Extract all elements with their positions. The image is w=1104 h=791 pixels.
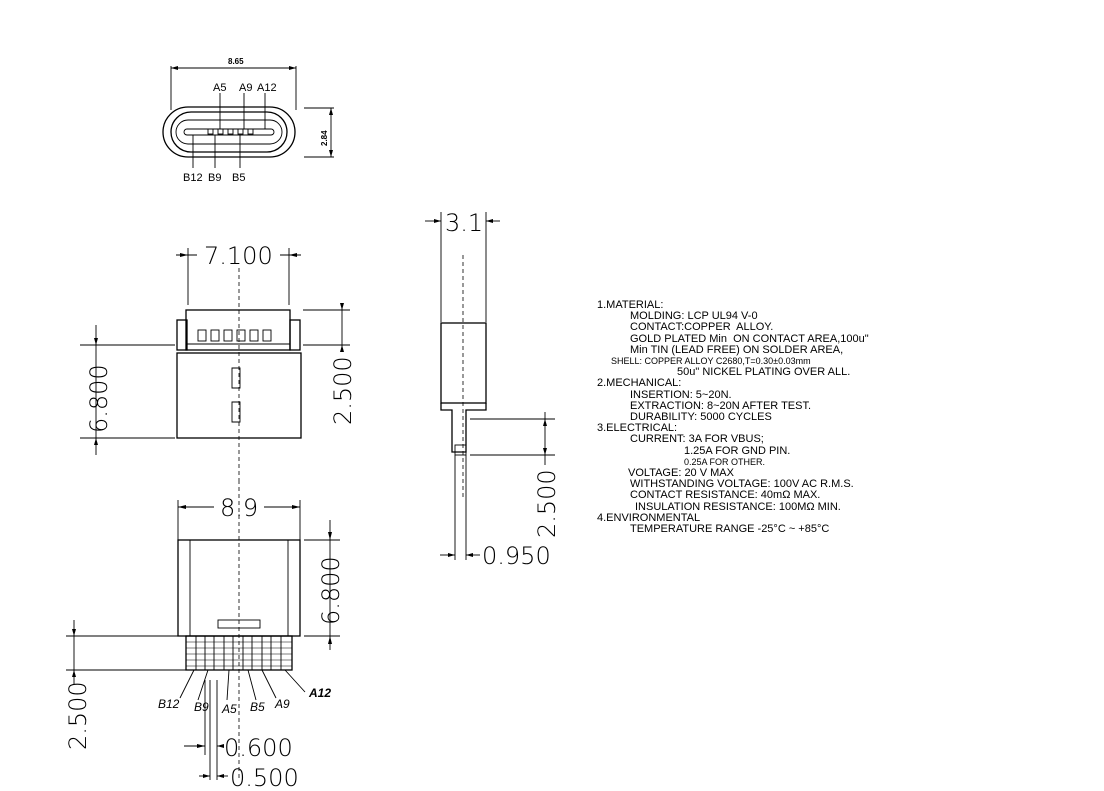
- side-width-dim: 3.1: [445, 209, 483, 237]
- spec-contact-resistance: CONTACT RESISTANCE: 40mΩ MAX.: [630, 489, 821, 502]
- pitch-dim-2: 0.500: [230, 764, 299, 791]
- bottom-pin-a5: A5: [221, 702, 237, 716]
- front-width-dim: 7.100: [204, 242, 273, 270]
- top-pin-a9: A9: [239, 82, 252, 94]
- spec-environmental-heading: 4.ENVIRONMENTAL: [597, 511, 701, 524]
- side-lead-height-dim: 2.500: [533, 469, 561, 538]
- spec-tin: Min TIN (LEAD FREE) ON SOLDER AREA,: [630, 343, 844, 356]
- spec-current-other: 0.25A FOR OTHER.: [684, 456, 766, 467]
- spec-current: CURRENT: 3A FOR VBUS;: [630, 433, 764, 446]
- bottom-pin-b5: B5: [250, 700, 265, 714]
- spec-current-gnd: 1.25A FOR GND PIN.: [684, 444, 791, 457]
- bottom-pin-a12: A12: [308, 686, 331, 700]
- side-view: 3.1 2.500 0.950: [425, 209, 561, 570]
- spec-gold-plated: GOLD PLATED Min ON CONTACT AREA,100u": [630, 332, 869, 345]
- spec-withstanding: WITHSTANDING VOLTAGE: 100V AC R.M.S.: [630, 478, 854, 491]
- front-pin-height-dim: 2.500: [329, 356, 357, 425]
- top-pin-a12: A12: [257, 82, 277, 94]
- spec-molding: MOLDING: LCP UL94 V-0: [630, 310, 758, 323]
- spec-extraction: EXTRACTION: 8~20N AFTER TEST.: [630, 399, 812, 412]
- spec-voltage: VOLTAGE: 20 V MAX: [628, 467, 734, 480]
- top-width-dim: 8.65: [228, 57, 244, 66]
- top-pin-b5: B5: [232, 172, 245, 184]
- top-pin-b9: B9: [208, 172, 221, 184]
- spec-electrical-heading: 3.ELECTRICAL:: [597, 422, 678, 435]
- bottom-pin-a9: A9: [274, 697, 290, 711]
- front-height-dim: 6.800: [85, 364, 113, 433]
- bottom-pin-b9: B9: [194, 700, 209, 714]
- spec-insertion: INSERTION: 5~20N.: [630, 388, 732, 401]
- spec-durability: DURABILITY: 5000 CYCLES: [630, 411, 772, 424]
- spec-temperature: TEMPERATURE RANGE -25°C ~ +85°C: [630, 523, 830, 536]
- bottom-height-dim: 6.800: [317, 556, 345, 625]
- front-view: 7.100 6.800 2.500: [80, 242, 357, 480]
- spec-mechanical-heading: 2.MECHANICAL:: [597, 377, 682, 390]
- top-view: 8.65 2.84 A5 A9 A12 B12 B9 B5: [162, 57, 334, 184]
- pitch-dim-1: 0.600: [224, 734, 293, 762]
- top-pin-b12: B12: [183, 172, 203, 184]
- spec-insulation-resistance: INSULATION RESISTANCE: 100MΩ MIN.: [635, 500, 841, 513]
- spec-material-heading: 1.MATERIAL:: [597, 299, 664, 311]
- bottom-lead-dim: 2.500: [64, 681, 92, 750]
- spec-shell: SHELL: COPPER ALLOY C2680,T=0.30±0.03mm: [611, 356, 811, 367]
- top-height-dim: 2.84: [320, 130, 329, 146]
- spec-notes: 1.MATERIAL: MOLDING: LCP UL94 V-0 CONTAC…: [597, 299, 1017, 536]
- top-pin-a5: A5: [213, 82, 226, 94]
- spec-contact: CONTACT:COPPER ALLOY.: [630, 321, 774, 334]
- side-lead-width-dim: 0.950: [482, 542, 551, 570]
- spec-nickel: 50u" NICKEL PLATING OVER ALL.: [677, 366, 851, 379]
- bottom-view: 8.9 6.800 2.500: [64, 480, 345, 791]
- bottom-pin-b12: B12: [158, 697, 180, 711]
